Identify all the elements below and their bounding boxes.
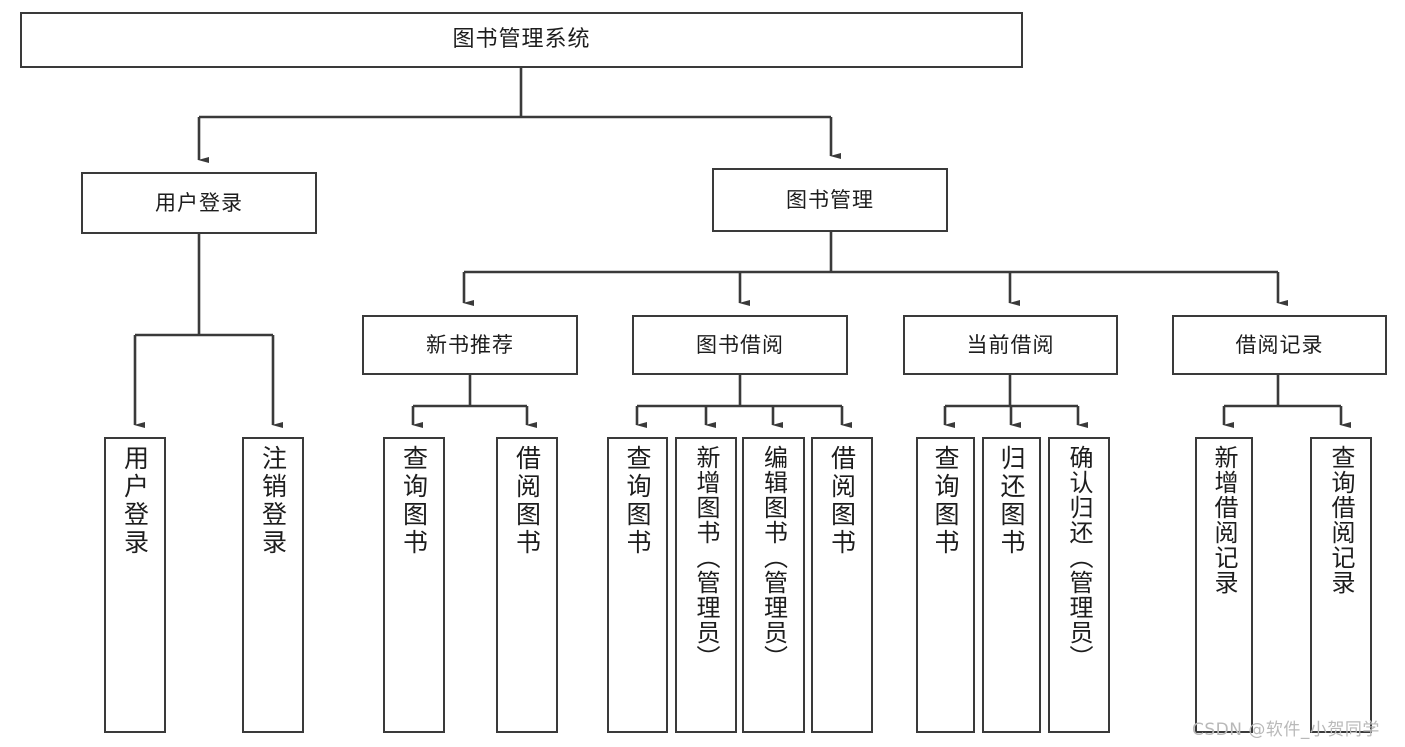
leaf-records-add-record[interactable]: 新增借阅记录 <box>1195 437 1253 733</box>
node-label: 图书管理系统 <box>452 27 591 53</box>
leaf-records-query-record[interactable]: 查询借阅记录 <box>1310 437 1372 733</box>
node-book-borrow[interactable]: 图书借阅 <box>632 315 848 375</box>
node-label: 归还图书 <box>997 445 1026 557</box>
node-label: 图书借阅 <box>696 332 784 357</box>
node-label: 新增借阅记录 <box>1210 445 1238 595</box>
leaf-borrow-query-book[interactable]: 查询图书 <box>607 437 668 733</box>
node-book-management[interactable]: 图书管理 <box>712 168 948 232</box>
node-label: 借阅图书 <box>827 445 857 557</box>
node-label: 注销登录 <box>258 445 288 557</box>
node-current-borrow[interactable]: 当前借阅 <box>903 315 1118 375</box>
node-label: 借阅图书 <box>512 445 542 557</box>
node-label: 用户登录 <box>120 445 150 557</box>
node-label: 图书管理 <box>786 187 874 212</box>
node-root-system[interactable]: 图书管理系统 <box>20 12 1023 68</box>
watermark-csdn: CSDN @软件_小贺同学 <box>1192 720 1380 740</box>
node-label: 新书推荐 <box>426 332 514 357</box>
node-label: 当前借阅 <box>966 332 1055 357</box>
node-label: 查询图书 <box>931 445 960 557</box>
node-borrow-records[interactable]: 借阅记录 <box>1172 315 1387 375</box>
node-label: 新增图书（管理员） <box>692 445 720 670</box>
node-label: 编辑图书（管理员） <box>759 445 788 670</box>
leaf-new-book-query[interactable]: 查询图书 <box>383 437 445 733</box>
node-user-login[interactable]: 用户登录 <box>81 172 317 234</box>
leaf-user-login-login[interactable]: 用户登录 <box>104 437 166 733</box>
node-label: 查询图书 <box>399 445 429 557</box>
leaf-borrow-borrow-book[interactable]: 借阅图书 <box>811 437 873 733</box>
node-label: 确认归还（管理员） <box>1065 445 1093 670</box>
leaf-user-login-logout[interactable]: 注销登录 <box>242 437 304 733</box>
leaf-borrow-edit-book-admin[interactable]: 编辑图书（管理员） <box>742 437 805 733</box>
node-label: 借阅记录 <box>1235 332 1324 357</box>
leaf-current-query-book[interactable]: 查询图书 <box>916 437 975 733</box>
leaf-current-return-book[interactable]: 归还图书 <box>982 437 1041 733</box>
leaf-new-book-borrow[interactable]: 借阅图书 <box>496 437 558 733</box>
node-label: 用户登录 <box>155 190 243 215</box>
node-new-book-recommend[interactable]: 新书推荐 <box>362 315 578 375</box>
node-label: 查询借阅记录 <box>1327 445 1355 595</box>
node-label: 查询图书 <box>623 445 652 557</box>
leaf-current-confirm-return-admin[interactable]: 确认归还（管理员） <box>1048 437 1110 733</box>
leaf-borrow-add-book-admin[interactable]: 新增图书（管理员） <box>675 437 737 733</box>
